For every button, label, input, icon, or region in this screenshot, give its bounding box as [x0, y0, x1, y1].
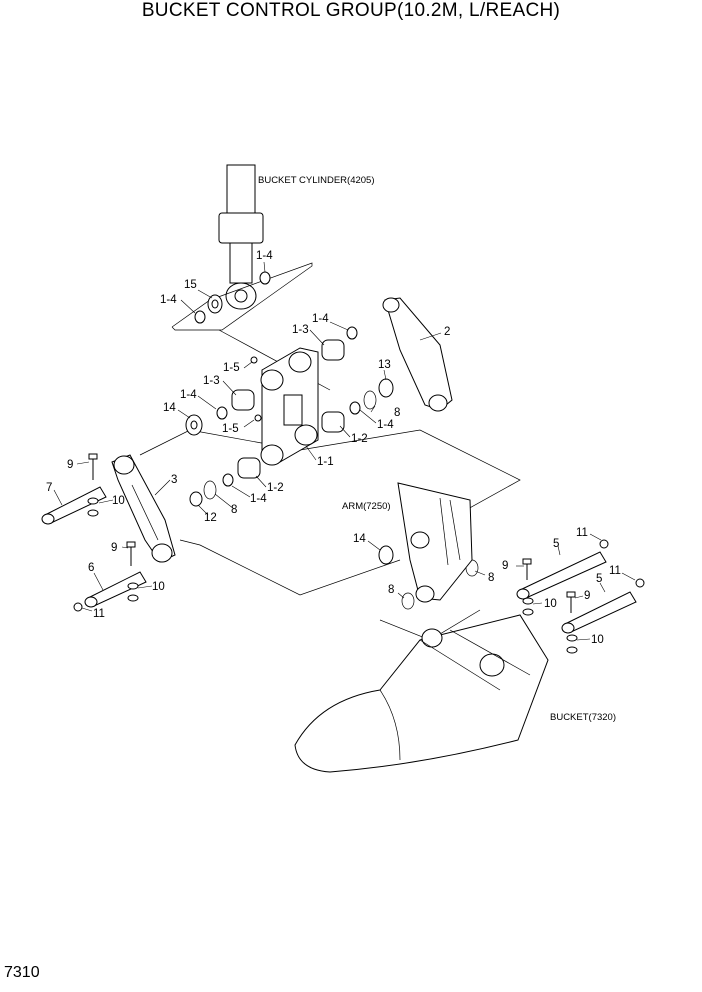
bucket-cylinder [218, 164, 264, 310]
callout-8-c: 8 [488, 572, 494, 584]
callout-9-a: 9 [67, 459, 73, 471]
link-part-1-1 [260, 347, 319, 466]
callout-14-b: 14 [353, 533, 366, 545]
callout-1-3-a: 1-3 [292, 324, 309, 336]
callout-10-a: 10 [112, 495, 125, 507]
callout-9-b: 9 [111, 542, 117, 554]
callout-1-5-a: 1-5 [223, 362, 240, 374]
callout-8-b: 8 [231, 504, 237, 516]
callout-10-c: 10 [544, 598, 557, 610]
callout-11-c: 11 [609, 565, 621, 577]
callout-2: 2 [444, 326, 450, 338]
callout-13: 13 [378, 359, 391, 371]
callout-1-4-c: 1-4 [377, 419, 394, 431]
callout-1-5-b: 1-5 [222, 423, 239, 435]
callout-6: 6 [88, 562, 94, 574]
link-part-3 [111, 454, 176, 563]
callout-12: 12 [204, 512, 217, 524]
callout-1-4-b: 1-4 [180, 389, 197, 401]
callout-8-d: 8 [388, 584, 394, 596]
callout-1-4-left: 1-4 [160, 294, 177, 306]
callout-10-b: 10 [152, 581, 165, 593]
callout-1-4-mid: 1-4 [312, 313, 329, 325]
callout-1-3-b: 1-3 [203, 375, 220, 387]
callout-1-2-a: 1-2 [351, 433, 368, 445]
link-part-2 [382, 297, 453, 412]
callout-1-4-top: 1-4 [256, 250, 273, 262]
leader-lines [53, 261, 636, 641]
arm-ref: ARM(7250) [342, 501, 391, 512]
bucket-ref: BUCKET(7320) [550, 712, 616, 723]
callout-5-b: 5 [596, 573, 602, 585]
bolts-and-nuts [73, 453, 645, 654]
page-number: 7310 [4, 964, 40, 981]
callout-11-b: 11 [576, 527, 588, 539]
callout-numbers: 1-4 15 1-4 1-4 1-3 2 1-5 1-3 13 1-4 14 8… [46, 250, 621, 646]
callout-1-1: 1-1 [317, 456, 334, 468]
washers-and-rings [185, 271, 479, 610]
bushings [231, 339, 345, 479]
callout-7: 7 [46, 482, 52, 494]
callout-8-a: 8 [394, 407, 400, 419]
callout-5-a: 5 [553, 538, 559, 550]
callout-3: 3 [171, 474, 177, 486]
callout-11-a: 11 [93, 608, 105, 620]
callout-1-4-d: 1-4 [250, 493, 267, 505]
bucket [294, 614, 549, 773]
callout-9-d: 9 [584, 590, 590, 602]
callout-9-c: 9 [502, 560, 508, 572]
diagram-title: BUCKET CONTROL GROUP(10.2M, L/REACH) [141, 0, 561, 21]
pins [41, 486, 637, 634]
bucket-cylinder-ref: BUCKET CYLINDER(4205) [258, 175, 375, 186]
callout-14-a: 14 [163, 402, 176, 414]
callout-15: 15 [184, 279, 197, 291]
callout-1-2-b: 1-2 [267, 482, 284, 494]
arm [397, 482, 473, 603]
callout-10-d: 10 [591, 634, 604, 646]
